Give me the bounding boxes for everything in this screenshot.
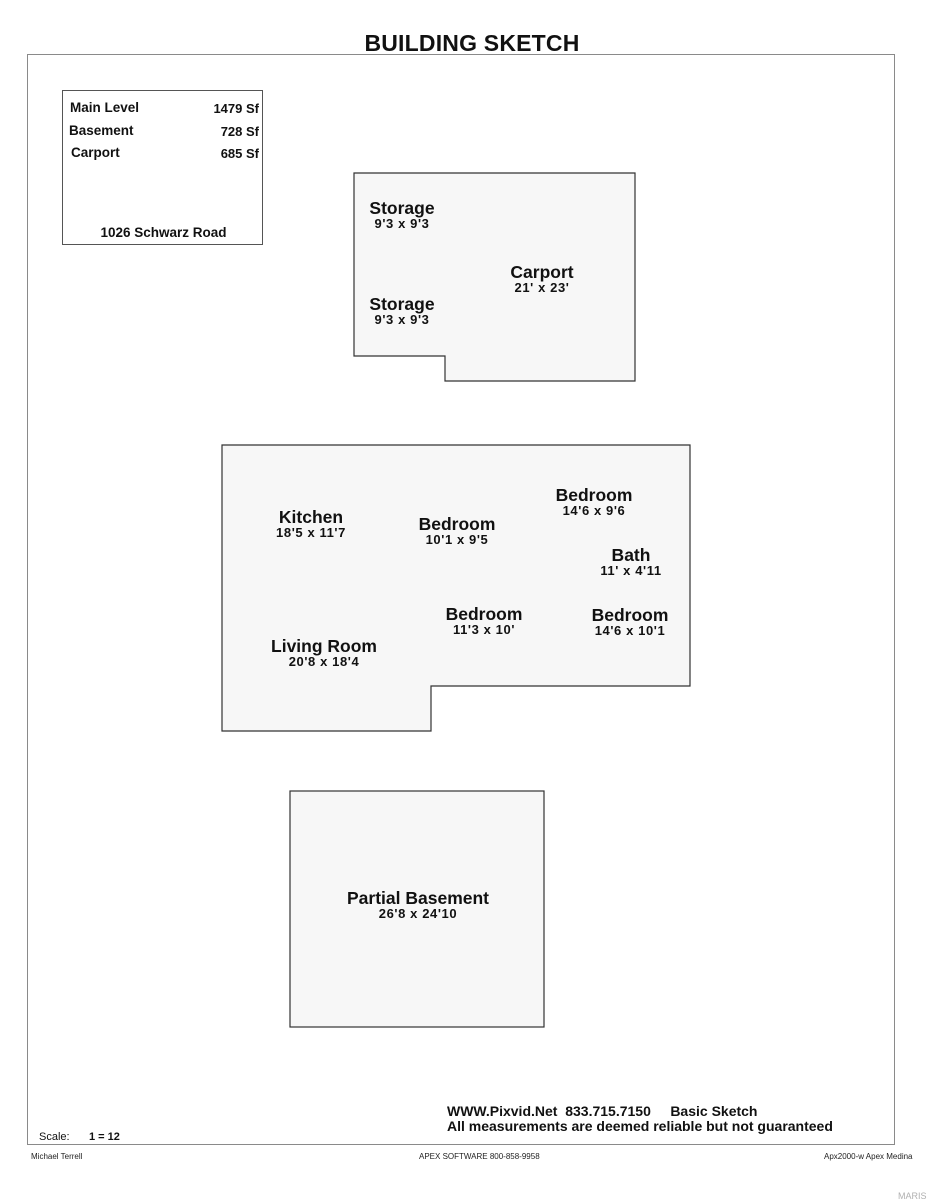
room-dimensions: 26'8 x 24'10: [378, 906, 458, 921]
summary-value-carport: 685 Sf: [220, 146, 259, 161]
room-bedroom-4: Bedroom 14'6 x 10'1: [592, 606, 669, 638]
room-name: Kitchen: [278, 507, 344, 527]
page-title: BUILDING SKETCH: [364, 30, 580, 56]
watermark-text: MARIS: [898, 1191, 927, 1201]
software-info: APEX SOFTWARE 800-858-9958: [419, 1152, 540, 1161]
room-carport: Carport 21' x 23': [510, 263, 573, 295]
basement-outline: [289, 790, 545, 1028]
room-name: Bedroom: [555, 485, 633, 505]
room-living-room: Living Room 20'8 x 18'4: [271, 637, 377, 669]
room-name: Storage: [369, 294, 435, 314]
room-name: Storage: [369, 198, 435, 218]
room-dimensions: 14'6 x 10'1: [594, 623, 666, 638]
room-bedroom-2: Bedroom 14'6 x 9'6: [556, 486, 633, 518]
room-name: Bedroom: [591, 605, 669, 625]
room-dimensions: 11'3 x 10': [452, 622, 516, 637]
scale-value: 1 = 12: [89, 1131, 120, 1143]
room-bedroom-3: Bedroom 11'3 x 10': [446, 605, 523, 637]
room-dimensions: 18'5 x 11'7: [276, 525, 346, 540]
room-kitchen: Kitchen 18'5 x 11'7: [276, 508, 346, 540]
room-name: Partial Basement: [346, 888, 490, 908]
room-dimensions: 10'1 x 9'5: [425, 532, 489, 547]
author-name: Michael Terrell: [31, 1152, 83, 1161]
area-summary-box: Main Level 1479 Sf Basement 728 Sf Carpo…: [62, 90, 263, 245]
summary-label-carport: Carport: [71, 145, 120, 160]
room-dimensions: 20'8 x 18'4: [288, 654, 360, 669]
footer-disclaimer: All measurements are deemed reliable but…: [447, 1118, 833, 1134]
property-address: 1026 Schwarz Road: [100, 225, 227, 240]
room-dimensions: 14'6 x 9'6: [562, 503, 626, 518]
summary-label-basement: Basement: [69, 123, 134, 138]
software-version: Apx2000-w Apex Medina: [824, 1152, 913, 1161]
summary-label-main-level: Main Level: [70, 100, 140, 115]
sketch-frame: [27, 54, 895, 1145]
room-name: Bedroom: [445, 604, 523, 624]
room-bedroom-1: Bedroom 10'1 x 9'5: [419, 515, 496, 547]
main-level-outline: [221, 444, 691, 732]
room-dimensions: 11' x 4'11: [600, 563, 662, 578]
summary-value-basement: 728 Sf: [220, 124, 259, 139]
carport-outline: [353, 172, 636, 382]
room-storage-lower: Storage 9'3 x 9'3: [369, 295, 434, 327]
room-name: Carport: [510, 262, 574, 282]
room-bath: Bath 11' x 4'11: [600, 546, 661, 578]
footer-contact-line: WWW.Pixvid.Net 833.715.7150 Basic Sketch: [447, 1103, 758, 1119]
room-dimensions: 9'3 x 9'3: [374, 312, 430, 327]
summary-value-main-level: 1479 Sf: [213, 101, 259, 116]
room-name: Living Room: [271, 636, 377, 656]
room-dimensions: 21' x 23': [514, 280, 570, 295]
room-name: Bedroom: [418, 514, 496, 534]
room-dimensions: 9'3 x 9'3: [374, 216, 430, 231]
room-storage-upper: Storage 9'3 x 9'3: [369, 199, 434, 231]
room-name: Bath: [611, 545, 651, 565]
scale-label: Scale:: [39, 1131, 70, 1143]
room-partial-basement: Partial Basement 26'8 x 24'10: [347, 889, 489, 921]
